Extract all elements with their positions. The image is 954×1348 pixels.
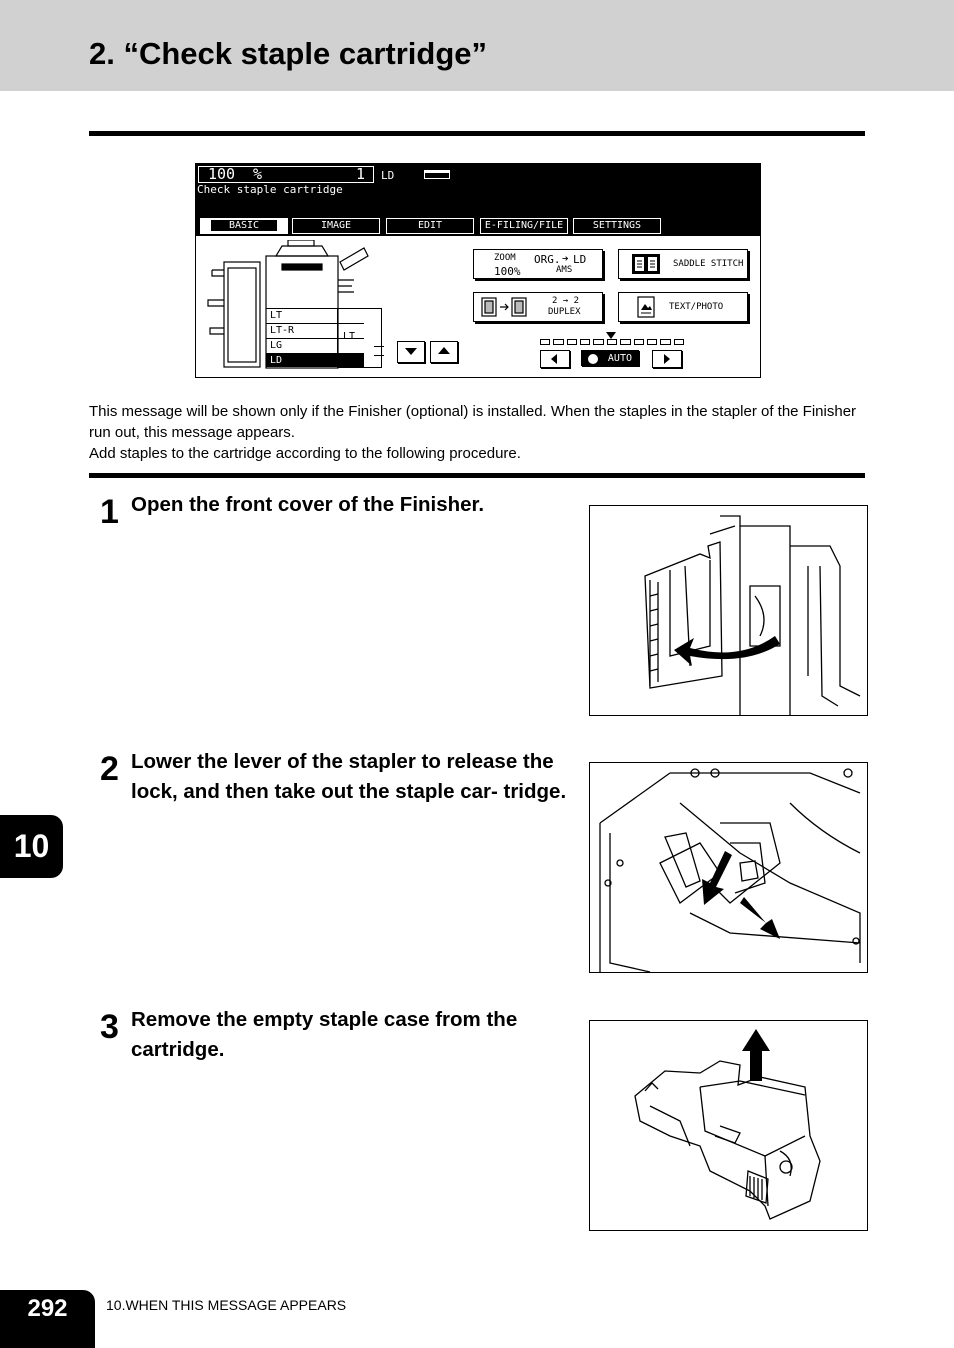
zoom-copies-field [198, 166, 374, 183]
step-1-number: 1 [100, 493, 119, 531]
triangle-up-icon [438, 347, 450, 354]
paper-size: LD [381, 169, 395, 182]
duplex-label: DUPLEX [548, 307, 581, 317]
density-darker-button[interactable] [652, 350, 682, 368]
density-marker-icon [606, 332, 616, 339]
step-3-text: Remove the empty staple case from the ca… [131, 1008, 518, 1061]
text-photo-button[interactable]: TEXT/PHOTO [618, 292, 748, 322]
drawer-up-button[interactable] [430, 341, 458, 363]
stack-icon [374, 346, 384, 356]
auto-density-button[interactable]: AUTO [581, 350, 639, 366]
drawer-size-lt-r[interactable]: LT-R [266, 323, 364, 337]
drawer-size-ld[interactable]: LD [266, 353, 364, 367]
density-scale [540, 339, 684, 345]
tab-image[interactable]: IMAGE [292, 218, 380, 234]
step-3-number: 3 [100, 1008, 119, 1046]
triangle-left-icon [551, 354, 557, 364]
intro-line-2: Add staples to the cartridge according t… [89, 445, 521, 462]
auto-label: AUTO [607, 353, 632, 364]
panel-status-area: 100 % 1 LD Check staple cartridge BASIC … [196, 164, 760, 236]
triangle-down-icon [405, 348, 417, 355]
control-panel-screen: 100 % 1 LD Check staple cartridge BASIC … [195, 163, 761, 378]
density-lighter-button[interactable] [540, 350, 570, 368]
finisher-front-cover-image [644, 515, 861, 715]
saddle-stitch-button[interactable]: SADDLE STITCH [618, 249, 748, 279]
zoom-button[interactable]: ZOOM 100% ORG. ➔ LD AMS [473, 249, 603, 279]
text-photo-icon [637, 296, 655, 318]
step-2-number: 2 [100, 750, 119, 788]
footer-section-title: 10.WHEN THIS MESSAGE APPEARS [106, 1297, 347, 1313]
intro-line-1: This message will be shown only if the F… [89, 403, 857, 441]
duplex-button[interactable]: 2 → 2 DUPLEX [473, 292, 603, 322]
bypass-tray[interactable]: LT [337, 308, 382, 368]
procedure-rule [89, 473, 865, 478]
arrow-right-icon: ➔ [562, 252, 569, 265]
zoom-percent: 100% [494, 265, 521, 278]
page-title: 2. “Check staple cartridge” [89, 36, 487, 71]
staple-cartridge-image [634, 1029, 821, 1220]
copies-count: 1 [356, 165, 366, 183]
step-1-text: Open the front cover of the Finisher. [131, 493, 485, 516]
tab-settings[interactable]: SETTINGS [573, 218, 661, 234]
tab-e-filing[interactable]: E-FILING/FILE [480, 218, 568, 234]
top-rule [89, 131, 865, 136]
drawer-size-lg[interactable]: LG [266, 338, 364, 352]
intro-text: This message will be shown only if the F… [89, 401, 865, 464]
ams-label: AMS [556, 265, 573, 275]
triangle-right-icon [664, 354, 670, 364]
saddle-stitch-label: SADDLE STITCH [673, 259, 744, 269]
step-3-illustration [589, 1020, 868, 1231]
status-message: Check staple cartridge [197, 183, 343, 196]
duplex-icon [481, 297, 527, 317]
org-label: ORG. [534, 253, 561, 266]
drawer-size-lt[interactable]: LT [266, 308, 364, 322]
step-2-illustration [589, 762, 868, 973]
tab-basic[interactable]: BASIC [200, 218, 288, 234]
header-band [0, 0, 954, 91]
zoom-label: ZOOM [494, 253, 516, 263]
drawer-down-button[interactable] [397, 341, 425, 363]
page-number: 292 [0, 1290, 95, 1348]
duplex-ratio: 2 → 2 [552, 296, 580, 306]
tab-edit[interactable]: EDIT [386, 218, 474, 234]
chapter-tab: 10 [0, 815, 63, 878]
bypass-size: LT [343, 331, 356, 342]
text-photo-label: TEXT/PHOTO [669, 302, 724, 312]
stapler-lever-image [599, 768, 861, 972]
zoom-value: 100 [208, 165, 236, 183]
saddle-stitch-icon [632, 254, 660, 274]
org-size: LD [573, 253, 587, 266]
auto-icon [588, 354, 598, 364]
copier-machine-icon [207, 240, 369, 369]
step-1-illustration [589, 505, 868, 716]
paper-tray-icon [424, 170, 450, 179]
zoom-unit: % [253, 165, 263, 183]
step-2-text: Lower the lever of the stapler to releas… [131, 750, 567, 803]
